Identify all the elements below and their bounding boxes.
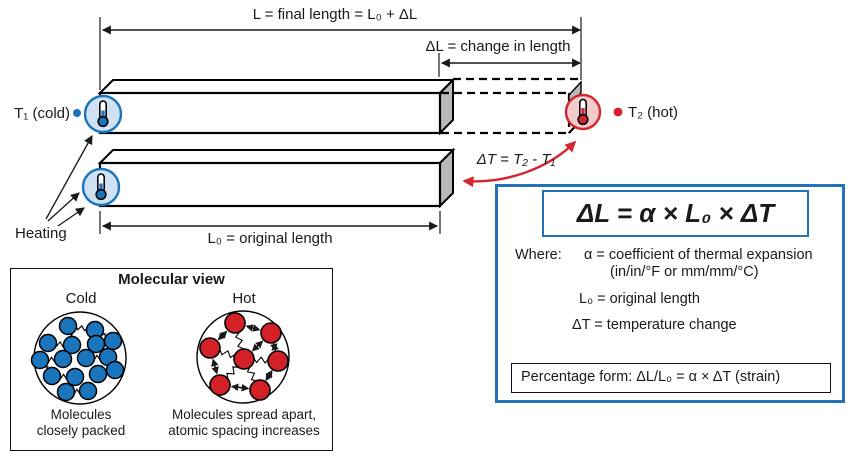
l-dimension (99, 17, 582, 90)
l0-definition: L₀ = original length (579, 291, 700, 307)
t1-dot (73, 109, 81, 117)
original-bar (97, 147, 456, 209)
cold-caption-line2: closely packed (36, 423, 126, 438)
hot-label: Hot (232, 290, 256, 307)
delta-t-definition: ΔT = temperature change (572, 317, 737, 333)
main-formula: ΔL = α × L₀ × ΔT (542, 190, 809, 237)
percentage-form-box: Percentage form: ΔL/L₀ = α × ΔT (strain) (511, 363, 831, 393)
t1-label: T₁ (cold) (14, 105, 70, 122)
l0-dimension (99, 211, 441, 234)
t2-label: T₂ (hot) (628, 104, 678, 121)
t2-dot (613, 107, 623, 117)
delta-l-dimension (438, 53, 582, 77)
molecular-view-panel: Molecular view Cold Hot Molecules closel… (10, 268, 333, 451)
heating-label: Heating (15, 225, 67, 242)
cold-caption-line1: Molecules (50, 407, 112, 422)
cold-thermometer-icon-bottom (81, 167, 121, 207)
l0-dimension-label: L₀ = original length (207, 230, 333, 247)
hot-caption-line1: Molecules spread apart, (171, 407, 317, 422)
molecular-view-title: Molecular view (118, 271, 225, 288)
formula-panel: ΔL = α × L₀ × ΔT Where: α = coefficient … (495, 184, 845, 403)
alpha-definition: α = coefficient of thermal expansion (584, 247, 813, 263)
cold-label: Cold (65, 290, 97, 307)
cold-thermometer-icon-top (83, 94, 123, 134)
delta-t-arrow (462, 140, 577, 188)
where-label: Where: (515, 247, 562, 263)
l-dimension-label: L = final length = L₀ + ΔL (252, 6, 418, 23)
hot-caption-line2: atomic spacing increases (168, 423, 320, 438)
heated-bar (97, 77, 456, 136)
alpha-units: (in/in/°F or mm/mm/°C) (610, 264, 759, 280)
delta-t-label: ΔT = T₂ - T₁ (476, 151, 556, 168)
delta-l-dimension-label: ΔL = change in length (425, 38, 571, 55)
expansion-dashed-outline (441, 77, 582, 135)
heating-arrows (45, 135, 93, 227)
hot-thermometer-icon (564, 93, 602, 131)
